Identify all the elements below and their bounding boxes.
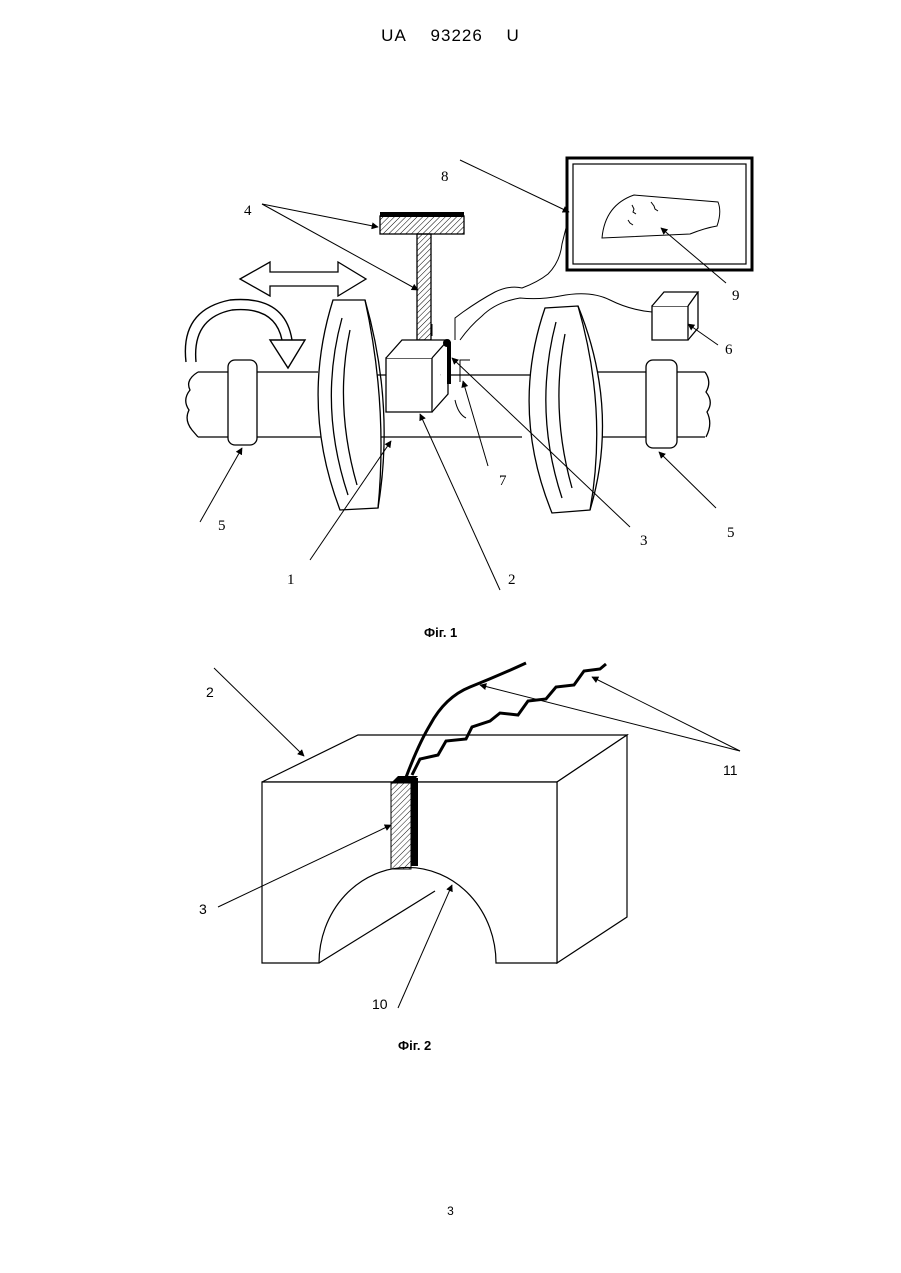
label-2-fig2: 2 xyxy=(206,684,214,700)
wheel-left xyxy=(318,300,384,510)
label-8: 8 xyxy=(441,169,449,185)
label-3-fig2: 3 xyxy=(199,901,207,917)
sensor-3 xyxy=(447,342,451,384)
figure-2-drawing: 2 3 10 11 xyxy=(0,655,901,1035)
label-11: 11 xyxy=(723,762,738,778)
figure-1-drawing: 4 8 9 6 7 3 5 5 1 2 xyxy=(0,0,901,620)
label-4: 4 xyxy=(244,203,252,219)
translation-arrow xyxy=(240,262,366,296)
wheel-right xyxy=(529,306,602,513)
sensor-3-detail xyxy=(391,783,411,869)
sensor-3-head xyxy=(443,339,451,347)
bearing-left xyxy=(228,360,257,445)
device-6 xyxy=(652,292,698,340)
block-2 xyxy=(386,340,448,412)
t-part-top-edge xyxy=(380,212,464,217)
label-9: 9 xyxy=(732,288,740,304)
figure-2-caption: Фіг. 2 xyxy=(398,1038,431,1053)
label-5-right: 5 xyxy=(727,525,735,541)
block-2-detail xyxy=(262,735,627,963)
label-6: 6 xyxy=(725,342,733,358)
bearing-right xyxy=(646,360,677,448)
rotation-arrow xyxy=(185,300,305,369)
t-part-stem xyxy=(417,234,431,340)
label-3: 3 xyxy=(640,533,648,549)
monitor-frame-outer xyxy=(567,158,752,270)
shaft-left xyxy=(186,372,330,437)
label-1: 1 xyxy=(287,572,295,588)
label-10: 10 xyxy=(372,996,388,1012)
label-7: 7 xyxy=(499,473,507,489)
sensor-3-detail-edge xyxy=(411,778,418,866)
figure-1-caption: Фіг. 1 xyxy=(424,625,457,640)
page-number: 3 xyxy=(0,1204,901,1218)
t-part-top xyxy=(380,216,464,234)
label-5-left: 5 xyxy=(218,518,226,534)
label-2: 2 xyxy=(508,572,516,588)
